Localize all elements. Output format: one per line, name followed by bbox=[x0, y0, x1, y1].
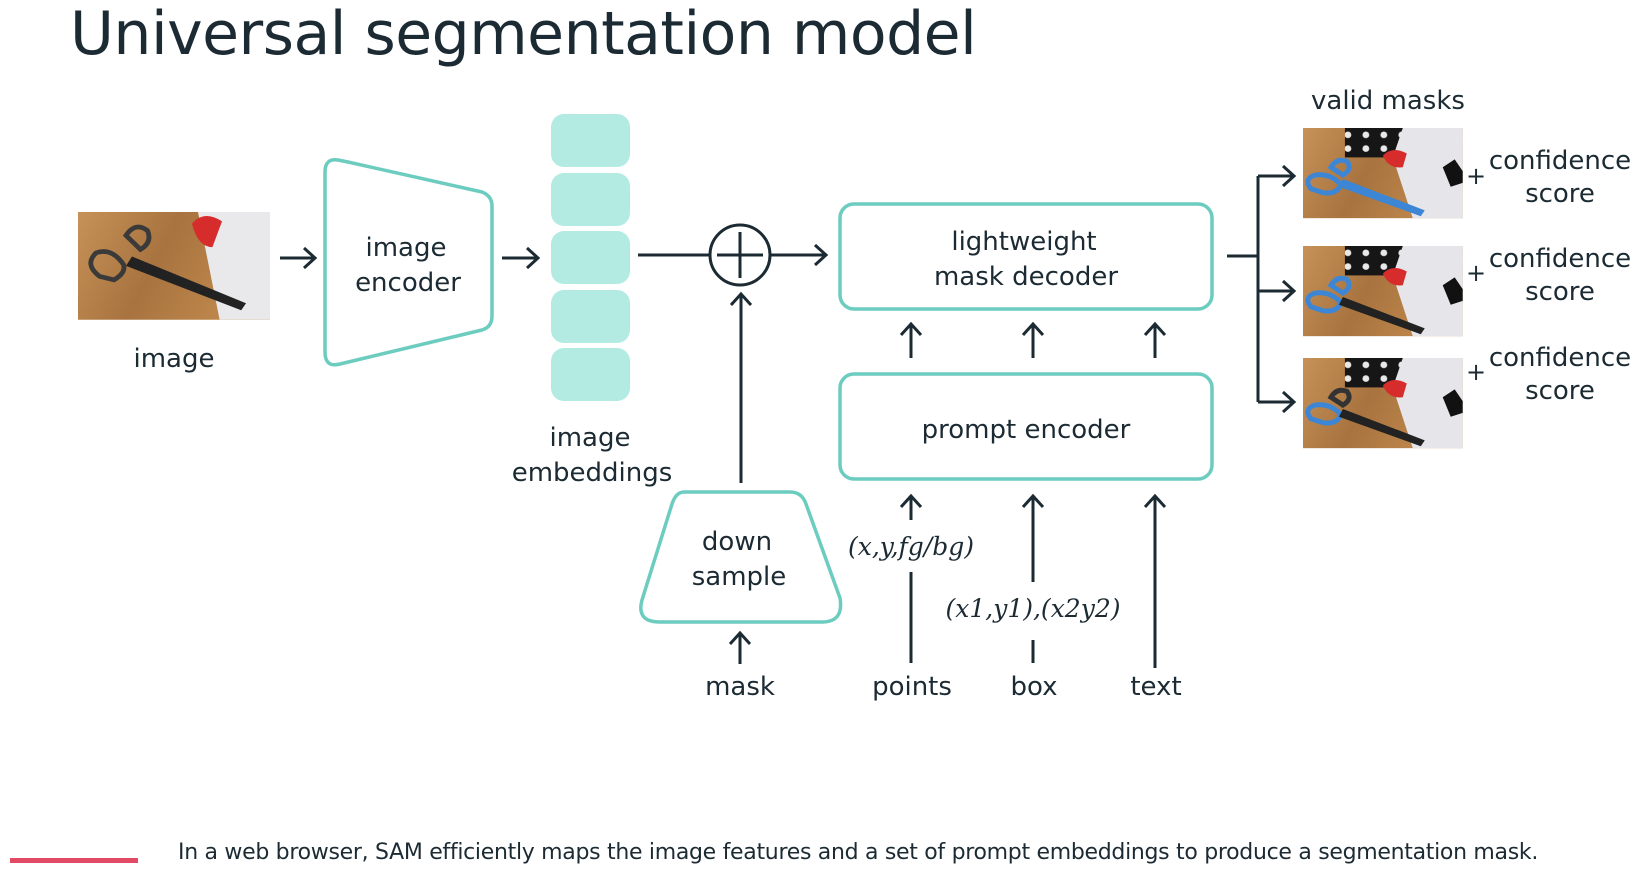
input-image-thumbnail bbox=[78, 212, 270, 320]
output-item: + confidence score bbox=[1466, 146, 1631, 209]
arrow-downsample-to-plus bbox=[729, 291, 753, 483]
arrow-box-to-prompt-encoder bbox=[1021, 493, 1045, 663]
image-embeddings-label-line1: image bbox=[550, 423, 631, 453]
prompt-encoder-block bbox=[838, 372, 1214, 481]
arrow-text-to-prompt-encoder bbox=[1143, 493, 1167, 668]
down-sample-label-line1: down bbox=[702, 527, 772, 557]
confidence-label-line1: confidence bbox=[1489, 343, 1631, 373]
arrows-prompt-to-decoder bbox=[899, 321, 1167, 358]
image-embeddings-label-line2: embeddings bbox=[512, 458, 673, 488]
output-fanout-arrows bbox=[1227, 164, 1297, 414]
confidence-label-line1: confidence bbox=[1489, 244, 1631, 274]
input-mask-label: mask bbox=[705, 672, 775, 702]
prompt-encoder-label: prompt encoder bbox=[922, 415, 1131, 445]
mask-thumbnail bbox=[1303, 128, 1463, 219]
confidence-label-line2: score bbox=[1525, 277, 1595, 307]
plus-sign: + bbox=[1466, 358, 1486, 386]
embedding-block bbox=[551, 173, 630, 226]
mask-thumbnail bbox=[1303, 246, 1463, 337]
image-encoder-label-line2: encoder bbox=[355, 268, 461, 298]
input-box-label: box bbox=[1011, 672, 1058, 702]
box-format-label: (x1,y1),(x2y2) bbox=[946, 594, 1121, 623]
embedding-block bbox=[551, 114, 630, 167]
output-item: + confidence score bbox=[1466, 244, 1631, 307]
confidence-label-line2: score bbox=[1525, 376, 1595, 406]
plus-sign: + bbox=[1466, 162, 1486, 190]
output-item: + confidence score bbox=[1466, 343, 1631, 406]
mask-decoder-label-line2: mask decoder bbox=[934, 262, 1118, 292]
embedding-block bbox=[551, 348, 630, 401]
valid-masks-list bbox=[1303, 128, 1463, 449]
mask-decoder-label-line1: lightweight bbox=[951, 227, 1096, 257]
arrow-plus-to-decoder bbox=[770, 243, 829, 267]
points-format-label: (x,y,fg/bg) bbox=[848, 532, 974, 561]
image-encoder-label-line1: image bbox=[366, 233, 447, 263]
confidence-label-line1: confidence bbox=[1489, 146, 1631, 176]
embedding-block bbox=[551, 231, 630, 284]
arrow-points-to-prompt-encoder bbox=[899, 493, 923, 663]
page-title: Universal segmentation model bbox=[70, 0, 977, 69]
arrow-image-to-encoder bbox=[280, 246, 318, 270]
input-image-label: image bbox=[134, 344, 215, 374]
down-sample-label-line2: sample bbox=[692, 562, 787, 592]
arrow-mask-to-downsample bbox=[728, 630, 752, 664]
embedding-block bbox=[551, 290, 630, 343]
mask-decoder-block bbox=[838, 202, 1214, 311]
input-text-label: text bbox=[1130, 672, 1181, 702]
confidence-label-line2: score bbox=[1525, 179, 1595, 209]
down-sample-block bbox=[639, 490, 843, 624]
valid-masks-header: valid masks bbox=[1311, 86, 1465, 116]
input-points-label: points bbox=[872, 672, 952, 702]
footer-accent-bar bbox=[10, 858, 138, 863]
arrow-encoder-to-embeddings bbox=[502, 246, 541, 270]
plus-operator-icon bbox=[708, 223, 772, 287]
image-embeddings-stack bbox=[551, 114, 630, 401]
plus-sign: + bbox=[1466, 259, 1486, 287]
mask-thumbnail bbox=[1303, 358, 1463, 449]
footer-caption: In a web browser, SAM efficiently maps t… bbox=[178, 840, 1539, 865]
image-encoder-block bbox=[323, 158, 494, 367]
